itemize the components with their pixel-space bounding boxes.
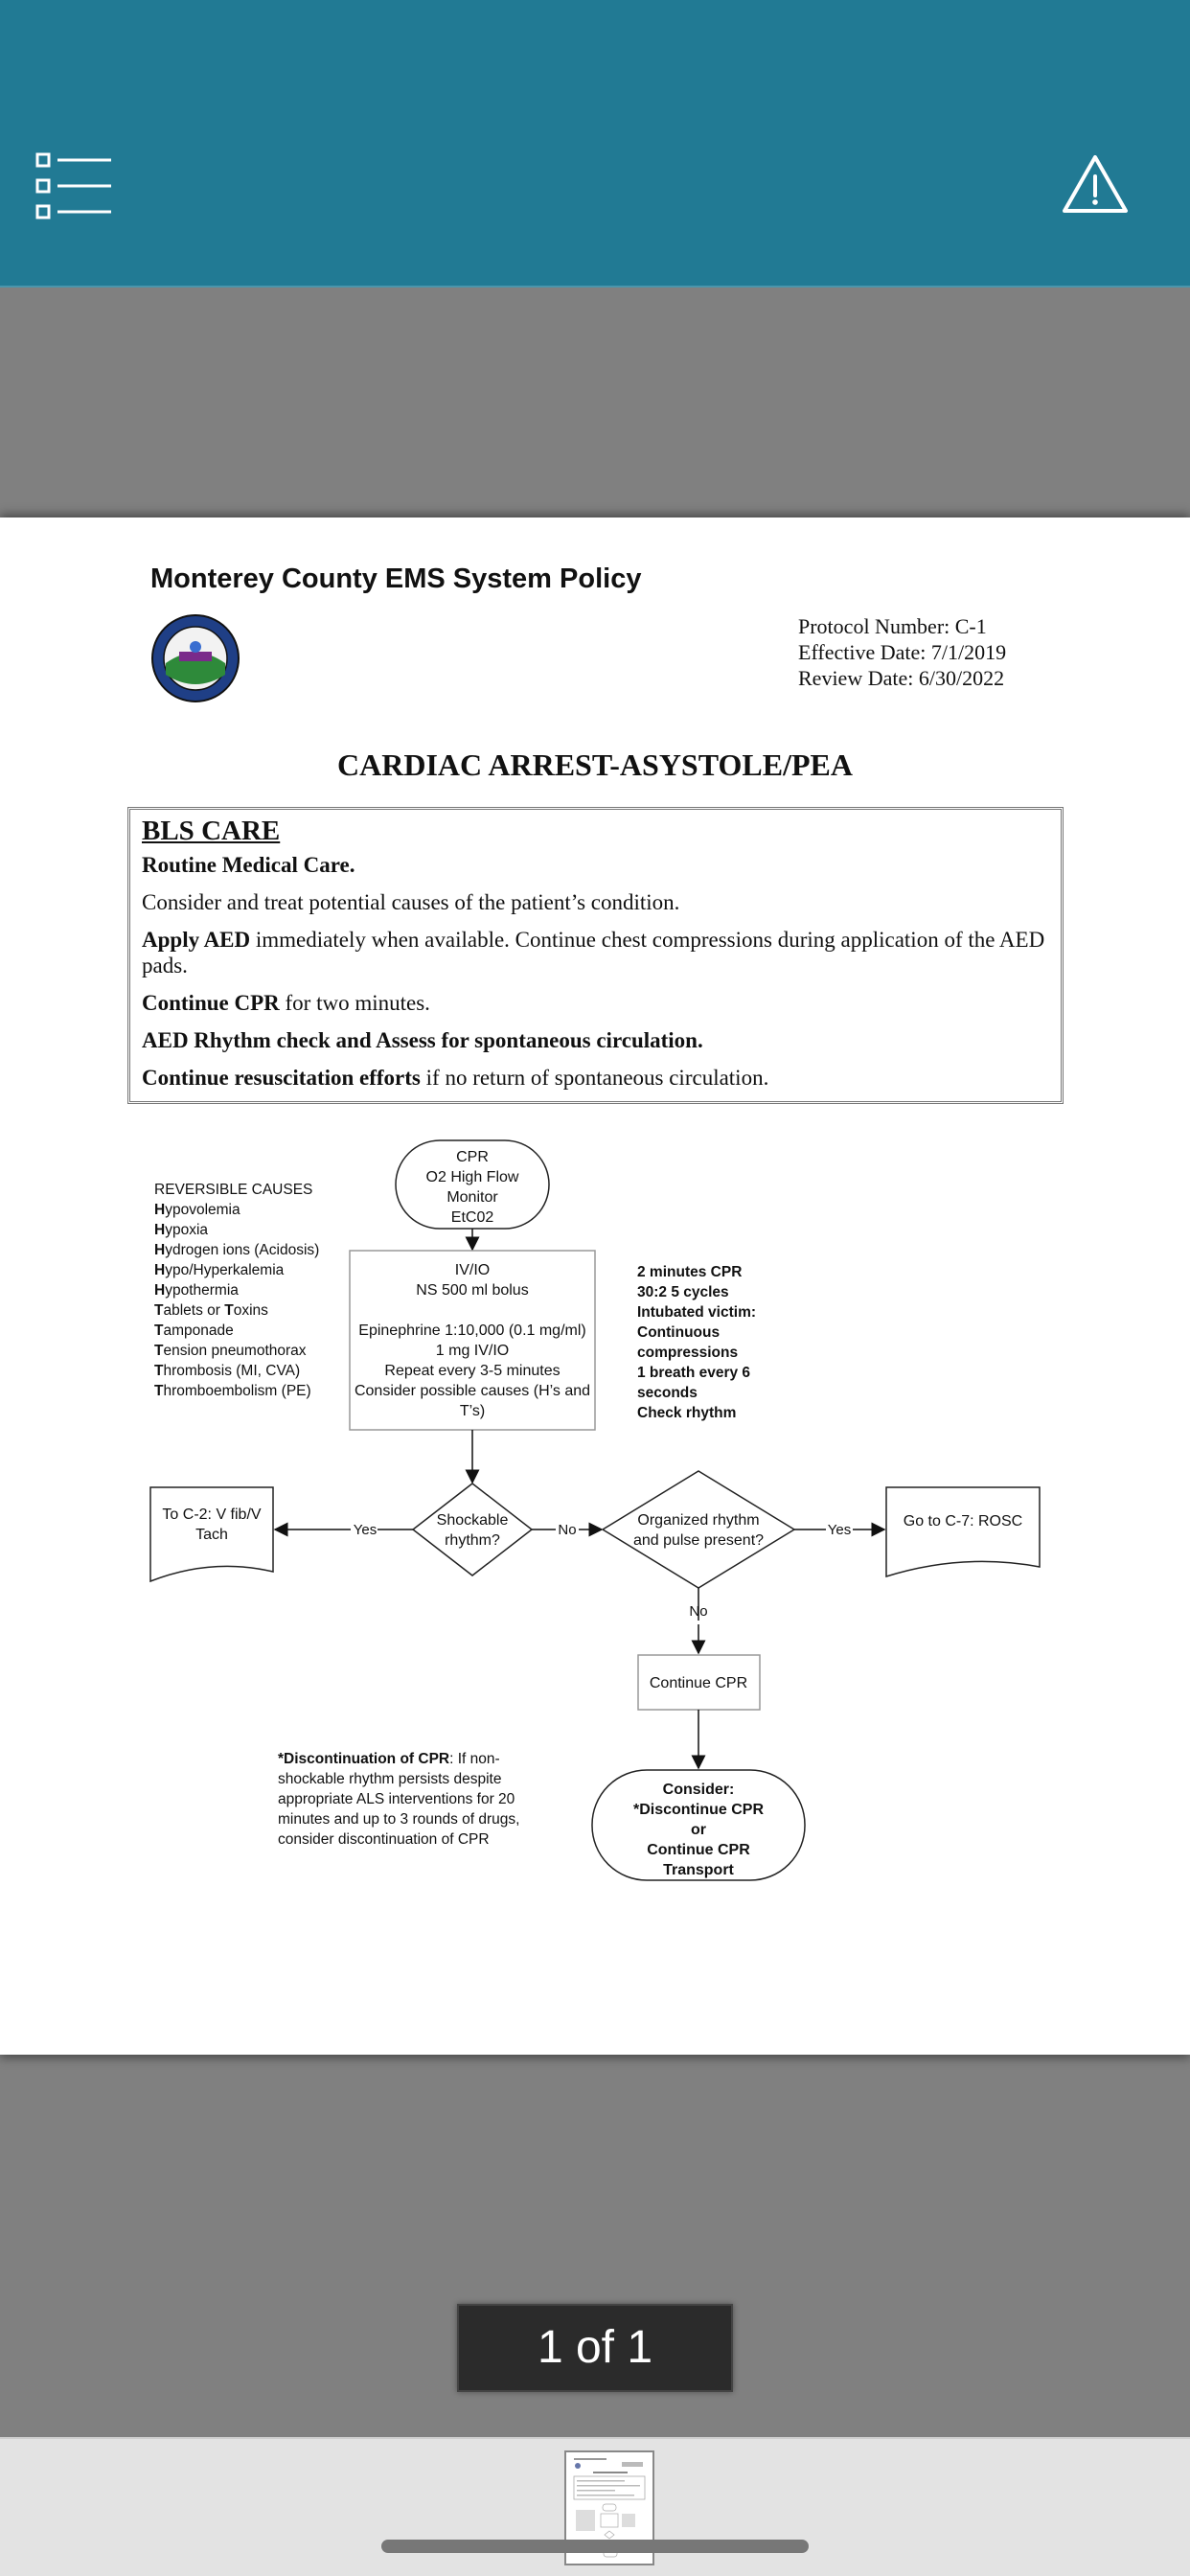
yes-label-right: Yes (828, 1522, 851, 1538)
svg-text:Hypo/Hyperkalemia: Hypo/Hyperkalemia (154, 1262, 285, 1278)
yes-label-left: Yes (354, 1522, 377, 1538)
document-page: Monterey County EMS System Policy Protoc… (0, 518, 1190, 2055)
consider-text: Consider: *Discontinue CPR or Continue C… (633, 1782, 764, 1878)
county-seal-icon (151, 614, 240, 702)
svg-text:Consider:: Consider: (663, 1782, 735, 1798)
bls-line-aed: Apply AED immediately when available. Co… (142, 928, 1045, 978)
review-date: Review Date: 6/30/2022 (798, 666, 1005, 690)
continue-cpr-box (637, 1654, 761, 1711)
ivio-box-text: IV/IO NS 500 ml bolus Epinephrine 1:10,0… (355, 1262, 590, 1419)
svg-text:seconds: seconds (637, 1385, 698, 1401)
svg-text:To C-2: V fib/V: To C-2: V fib/V (162, 1506, 261, 1523)
svg-text:NS 500 ml bolus: NS 500 ml bolus (416, 1282, 528, 1299)
bls-line-rhythm: AED Rhythm check and Assess for spontane… (142, 1028, 703, 1052)
organized-rhythm-decision (601, 1470, 796, 1589)
to-c2-document (149, 1486, 274, 1583)
flowchart: CPR O2 High Flow Monitor EtC02 REVERSIBL… (149, 1139, 1041, 1881)
shockable-text: Shockable rhythm? (437, 1512, 509, 1549)
svg-text:compressions: compressions (637, 1345, 738, 1361)
home-indicator[interactable] (381, 2540, 809, 2553)
warning-icon[interactable] (1062, 153, 1129, 215)
go-c7-document (885, 1486, 1041, 1578)
continue-cpr-text: Continue CPR (650, 1675, 747, 1691)
svg-text:1 breath every 6: 1 breath every 6 (637, 1365, 750, 1381)
svg-text:Tablets or Toxins: Tablets or Toxins (154, 1302, 268, 1319)
svg-text:Check rhythm: Check rhythm (637, 1405, 736, 1421)
svg-text:minutes and up to 3 rounds of: minutes and up to 3 rounds of drugs, (278, 1811, 519, 1828)
svg-text:or: or (691, 1822, 706, 1838)
svg-text:Organized rhythm: Organized rhythm (637, 1512, 759, 1529)
svg-text:and pulse present?: and pulse present? (633, 1532, 764, 1549)
svg-text:Transport: Transport (663, 1862, 734, 1878)
thumbnail-preview-icon (573, 2458, 646, 2558)
reversible-causes-list: REVERSIBLE CAUSES Hypovolemia Hypoxia Hy… (154, 1182, 319, 1399)
page-indicator: 1 of 1 (457, 2304, 733, 2392)
protocol-title: CARDIAC ARREST-ASYSTOLE/PEA (337, 748, 853, 782)
svg-text:Epinephrine 1:10,000 (0.1 mg/m: Epinephrine 1:10,000 (0.1 mg/ml) (358, 1322, 585, 1339)
svg-text:Hydrogen ions (Acidosis): Hydrogen ions (Acidosis) (154, 1242, 319, 1258)
bls-care-box: BLS CARE Routine Medical Care. Consider … (127, 807, 1064, 1104)
no-label-middle: No (558, 1522, 576, 1538)
svg-text:Tension pneumothorax: Tension pneumothorax (154, 1343, 307, 1359)
svg-text:Monitor: Monitor (446, 1189, 498, 1206)
svg-text:Intubated victim:: Intubated victim: (637, 1304, 756, 1321)
bls-line-routine: Routine Medical Care. (142, 853, 355, 877)
svg-text:EtC02: EtC02 (451, 1209, 494, 1226)
svg-text:appropriate ALS interventions: appropriate ALS interventions for 20 (278, 1791, 515, 1807)
svg-text:Thrombosis (MI, CVA): Thrombosis (MI, CVA) (154, 1363, 300, 1379)
go-c7-text: Go to C-7: ROSC (904, 1513, 1022, 1530)
bls-line-cpr: Continue CPR for two minutes. (142, 991, 430, 1015)
cpr-box-text: CPR O2 High Flow Monitor EtC02 (426, 1149, 519, 1226)
svg-text:Tamponade: Tamponade (154, 1322, 234, 1339)
cpr-notes: 2 minutes CPR 30:2 5 cycles Intubated vi… (637, 1264, 756, 1421)
ivio-box (349, 1250, 596, 1431)
svg-text:IV/IO: IV/IO (455, 1262, 490, 1278)
svg-text:*Discontinuation of CPR: If n: *Discontinuation of CPR: If non- (278, 1751, 500, 1767)
svg-text:Shockable: Shockable (437, 1512, 509, 1529)
svg-text:Hypovolemia: Hypovolemia (154, 1202, 240, 1218)
protocol-number: Protocol Number: C-1 (798, 614, 987, 638)
top-toolbar (0, 0, 1190, 288)
svg-text:Hypoxia: Hypoxia (154, 1222, 208, 1238)
svg-text:consider discontinuation of CP: consider discontinuation of CPR (278, 1831, 490, 1848)
svg-text:30:2 5 cycles: 30:2 5 cycles (637, 1284, 729, 1300)
thumbnail-bar (0, 2437, 1190, 2576)
discontinuation-note: *Discontinuation of CPR: If non- shockab… (278, 1751, 519, 1848)
svg-text:O2 High Flow: O2 High Flow (426, 1169, 519, 1185)
protocol-meta: Protocol Number: C-1 Effective Date: 7/1… (798, 613, 1006, 691)
list-icon[interactable] (34, 151, 113, 220)
svg-text:CPR: CPR (456, 1149, 489, 1165)
svg-text:shockable rhythm persists desp: shockable rhythm persists despite (278, 1771, 501, 1787)
svg-text:Continuous: Continuous (637, 1324, 720, 1341)
svg-text:Hypothermia: Hypothermia (154, 1282, 239, 1299)
svg-text:2 minutes CPR: 2 minutes CPR (637, 1264, 742, 1280)
svg-text:1 mg IV/IO: 1 mg IV/IO (436, 1343, 509, 1359)
bls-line-resus: Continue resuscitation efforts if no ret… (142, 1066, 769, 1090)
svg-text:Repeat every 3-5 minutes: Repeat every 3-5 minutes (384, 1363, 560, 1379)
to-c2-text: To C-2: V fib/V Tach (162, 1506, 261, 1543)
org-title: Monterey County EMS System Policy (150, 564, 642, 594)
svg-text:Consider possible causes (H’s: Consider possible causes (H’s and (355, 1383, 590, 1399)
no-label-bottom: No (689, 1603, 707, 1620)
shockable-decision (411, 1483, 534, 1576)
consider-terminator (591, 1769, 806, 1881)
svg-text:*Discontinue CPR: *Discontinue CPR (633, 1802, 764, 1818)
reversible-causes-title: REVERSIBLE CAUSES (154, 1182, 312, 1198)
svg-text:T’s): T’s) (460, 1403, 485, 1419)
bls-heading: BLS CARE (142, 816, 281, 846)
svg-text:Tach: Tach (195, 1527, 228, 1543)
svg-text:Continue CPR: Continue CPR (647, 1842, 750, 1858)
svg-text:Thromboembolism (PE): Thromboembolism (PE) (154, 1383, 311, 1399)
organized-text: Organized rhythm and pulse present? (633, 1512, 764, 1549)
bls-line-causes: Consider and treat potential causes of t… (142, 890, 680, 914)
svg-text:rhythm?: rhythm? (445, 1532, 500, 1549)
effective-date: Effective Date: 7/1/2019 (798, 640, 1007, 664)
